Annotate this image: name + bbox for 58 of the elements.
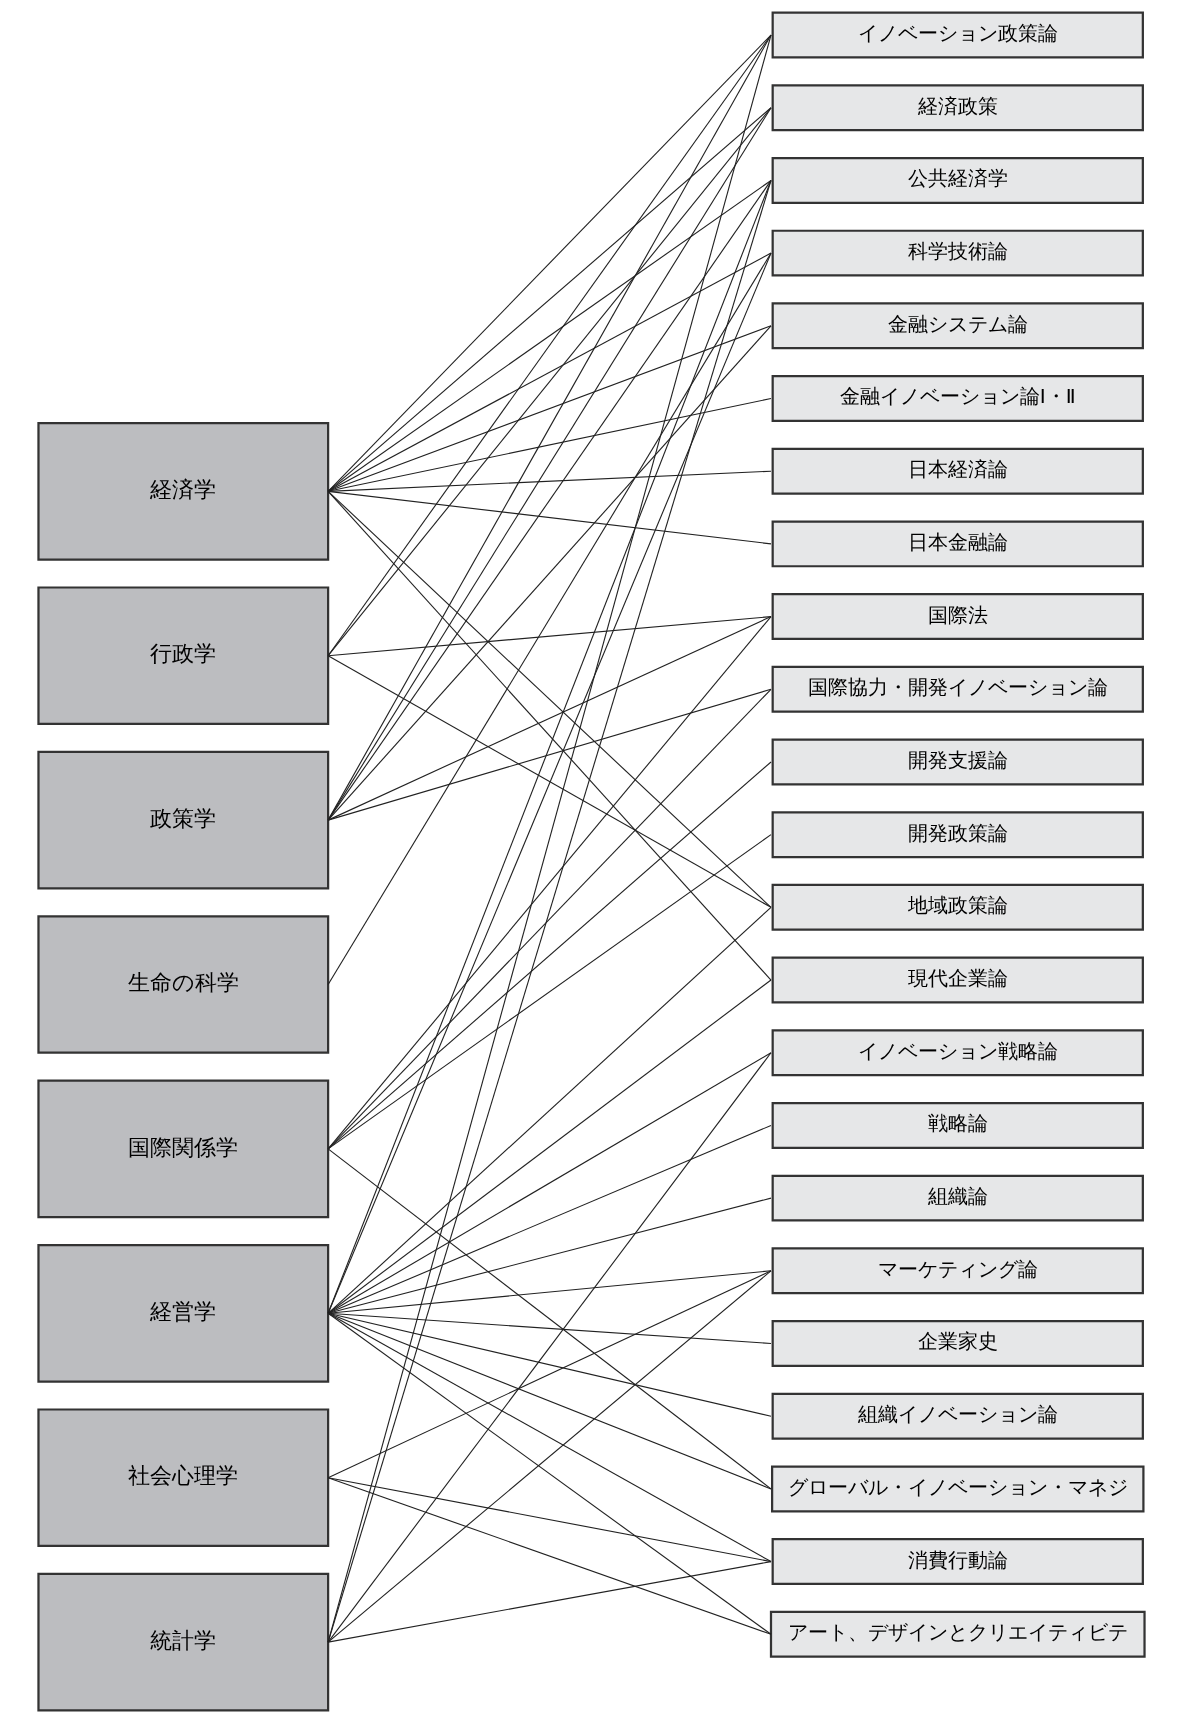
node-box: アート、デザインとクリエイティビテ	[769, 1610, 1146, 1658]
node-box: 消費行動論	[771, 1538, 1144, 1586]
node-box: 金融イノベーション論Ⅰ・Ⅱ	[771, 375, 1144, 422]
connector	[327, 325, 772, 492]
connector	[327, 906, 772, 1314]
connector	[327, 1477, 772, 1563]
connector	[327, 616, 772, 657]
node-box: 開発支援論	[771, 738, 1144, 786]
node-box: 現代企業論	[771, 956, 1144, 1004]
connector	[327, 252, 772, 492]
node-box: 組織論	[771, 1174, 1144, 1222]
connector	[327, 1312, 772, 1490]
node-box: 地域政策論	[771, 883, 1144, 931]
connector	[327, 107, 772, 492]
node-box: 開発政策論	[771, 811, 1144, 859]
node-box: 統計学	[37, 1572, 330, 1712]
connector	[327, 834, 772, 1150]
node-box: 組織イノベーション論	[771, 1392, 1144, 1440]
node-box: 戦略論	[771, 1101, 1144, 1149]
node-box: イノベーション戦略論	[771, 1029, 1144, 1077]
node-box: 金融システム論	[771, 302, 1144, 350]
connector	[327, 1477, 772, 1635]
node-box: 企業家史	[771, 1320, 1144, 1367]
node-box: 日本金融論	[771, 520, 1144, 568]
node-box: 公共経済学	[771, 156, 1144, 204]
node-box: 生命の科学	[37, 915, 330, 1054]
node-box: 行政学	[37, 586, 330, 726]
connector	[327, 979, 772, 1314]
connector	[327, 655, 772, 908]
node-box: イノベーション政策論	[771, 11, 1144, 59]
node-box: 国際関係学	[37, 1079, 330, 1219]
connector	[327, 688, 772, 821]
node-box: 社会心理学	[37, 1408, 330, 1548]
node-box: マーケティング論	[771, 1247, 1144, 1295]
node-box: 国際法	[771, 593, 1144, 641]
connector	[327, 1270, 772, 1479]
node-box: 経済学	[37, 422, 330, 561]
connector	[327, 252, 772, 986]
connector	[327, 490, 772, 545]
node-box: 日本経済論	[771, 447, 1144, 495]
connector	[327, 1561, 772, 1643]
connector	[327, 325, 772, 821]
connector	[327, 1312, 772, 1563]
node-box: グローバル・イノベーション・マネジ	[771, 1465, 1145, 1513]
node-box: 政策学	[37, 750, 330, 890]
connector	[327, 1124, 772, 1314]
node-box: 経営学	[37, 1244, 330, 1383]
connector	[327, 1052, 772, 1643]
node-box: 国際協力・開発イノベーション論	[771, 665, 1144, 713]
node-box: 経済政策	[771, 84, 1144, 132]
connector	[327, 1148, 772, 1490]
connector	[327, 1312, 772, 1417]
connector	[327, 761, 772, 1150]
node-box: 科学技術論	[771, 229, 1144, 277]
connector	[327, 1197, 772, 1314]
connector	[327, 616, 772, 821]
connector	[327, 179, 772, 492]
connector	[327, 1052, 772, 1314]
